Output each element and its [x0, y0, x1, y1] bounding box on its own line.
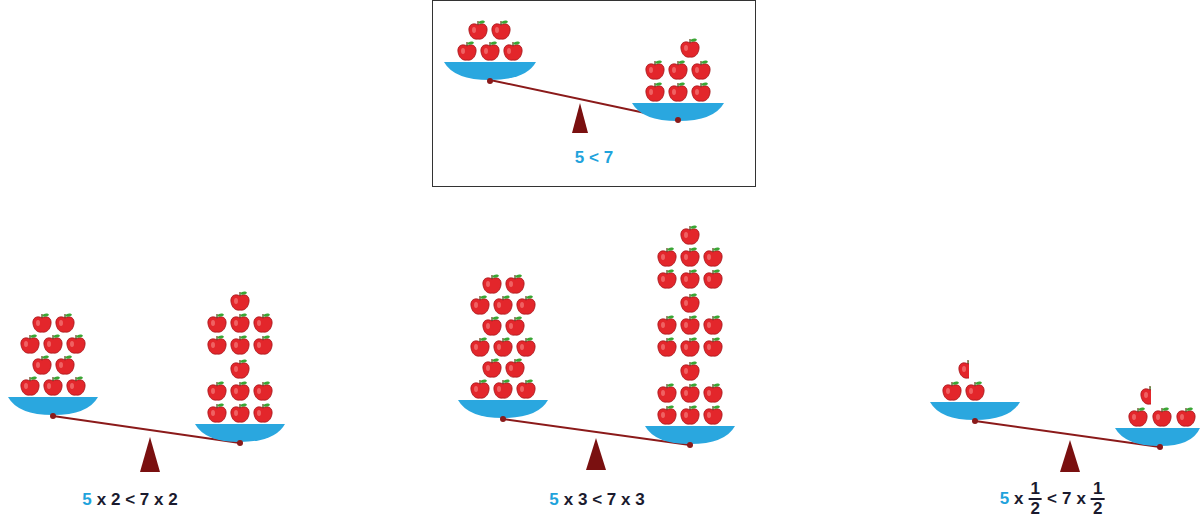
formula-text: 2: [1031, 500, 1040, 518]
inequality-formula: 5x12<7x12: [1000, 480, 1105, 518]
formula-text: x 3 < 7 x 3: [564, 490, 645, 510]
formula-text: 1: [1091, 480, 1104, 500]
inequality-text: 5 < 7: [433, 148, 755, 168]
formula-text: 5: [82, 490, 91, 510]
frame-box: 5 < 7: [432, 0, 756, 187]
fraction: 12: [1029, 480, 1042, 518]
formula-text: 2: [1093, 500, 1102, 518]
balance-top: [444, 21, 724, 133]
balance-times-half: [930, 360, 1200, 472]
formula-text: 5: [549, 490, 558, 510]
formula-text: x 2 < 7 x 2: [97, 490, 178, 510]
inequality-formula: 5 x 3 < 7 x 3: [549, 490, 644, 510]
balance-times-three: [458, 226, 735, 470]
formula-text: 5: [1000, 489, 1009, 509]
inequality-formula: 5 x 2 < 7 x 2: [82, 490, 177, 510]
formula-text: <: [1047, 489, 1057, 509]
formula-text: x: [1076, 489, 1085, 509]
fraction: 12: [1091, 480, 1104, 518]
formula-text: 7: [1062, 489, 1071, 509]
formula-text: 1: [1029, 480, 1042, 500]
balance-times-two: [8, 292, 285, 472]
formula-text: x: [1014, 489, 1023, 509]
